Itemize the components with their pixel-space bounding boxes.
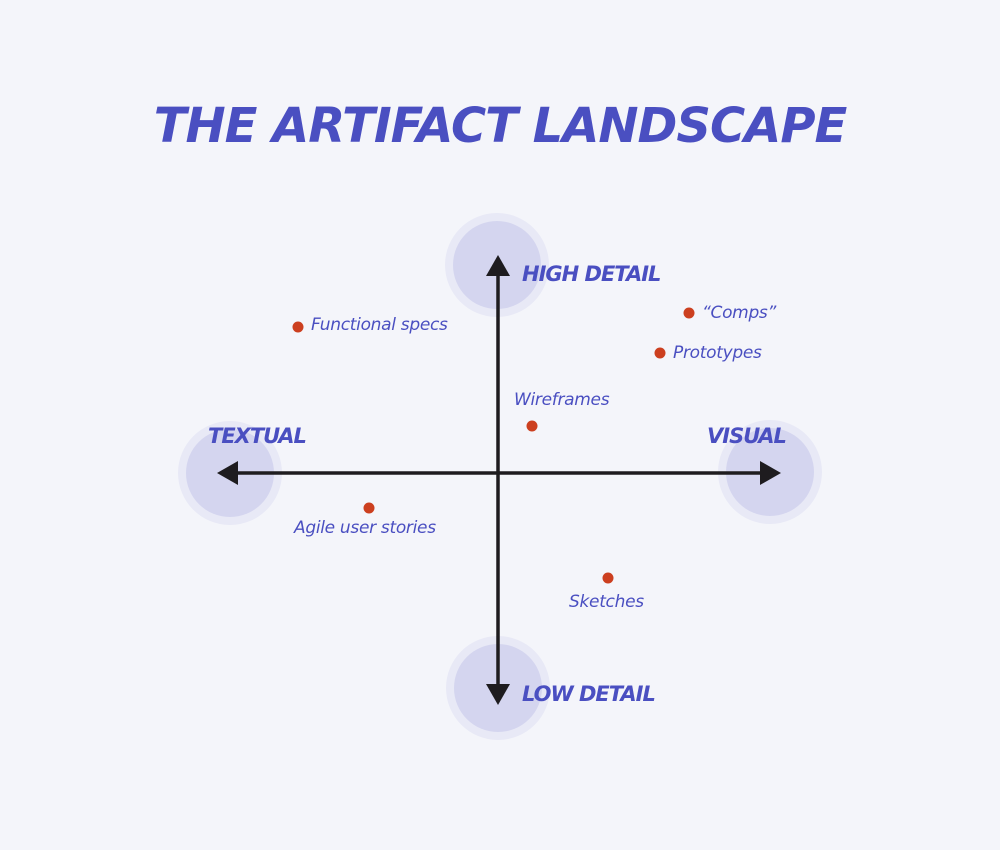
arrow-up-icon <box>486 255 510 276</box>
axis-label-high-detail: HIGH DETAIL <box>522 262 661 286</box>
vertical-axis <box>486 255 510 705</box>
dot-comps <box>683 307 695 319</box>
dot-functional-specs <box>292 321 304 333</box>
dot-prototypes <box>654 347 666 359</box>
arrow-right-icon <box>760 461 781 485</box>
label-wireframes: Wireframes <box>514 390 610 410</box>
label-agile-user-stories: Agile user stories <box>294 518 436 538</box>
diagram-title: THE ARTIFACT LANDSCAPE <box>153 98 848 154</box>
dot-wireframes <box>526 420 538 432</box>
arrow-left-icon <box>217 461 238 485</box>
arrow-down-icon <box>486 684 510 705</box>
label-comps: “Comps” <box>702 303 776 323</box>
horizontal-axis <box>217 461 781 485</box>
axis-label-low-detail: LOW DETAIL <box>522 682 656 706</box>
label-sketches: Sketches <box>569 592 644 612</box>
dot-agile-user-stories <box>363 502 375 514</box>
axis-label-textual: TEXTUAL <box>208 424 307 448</box>
data-points <box>292 307 695 584</box>
dot-sketches <box>602 572 614 584</box>
label-functional-specs: Functional specs <box>311 315 448 335</box>
label-prototypes: Prototypes <box>673 343 762 363</box>
axis-label-visual: VISUAL <box>707 424 787 448</box>
